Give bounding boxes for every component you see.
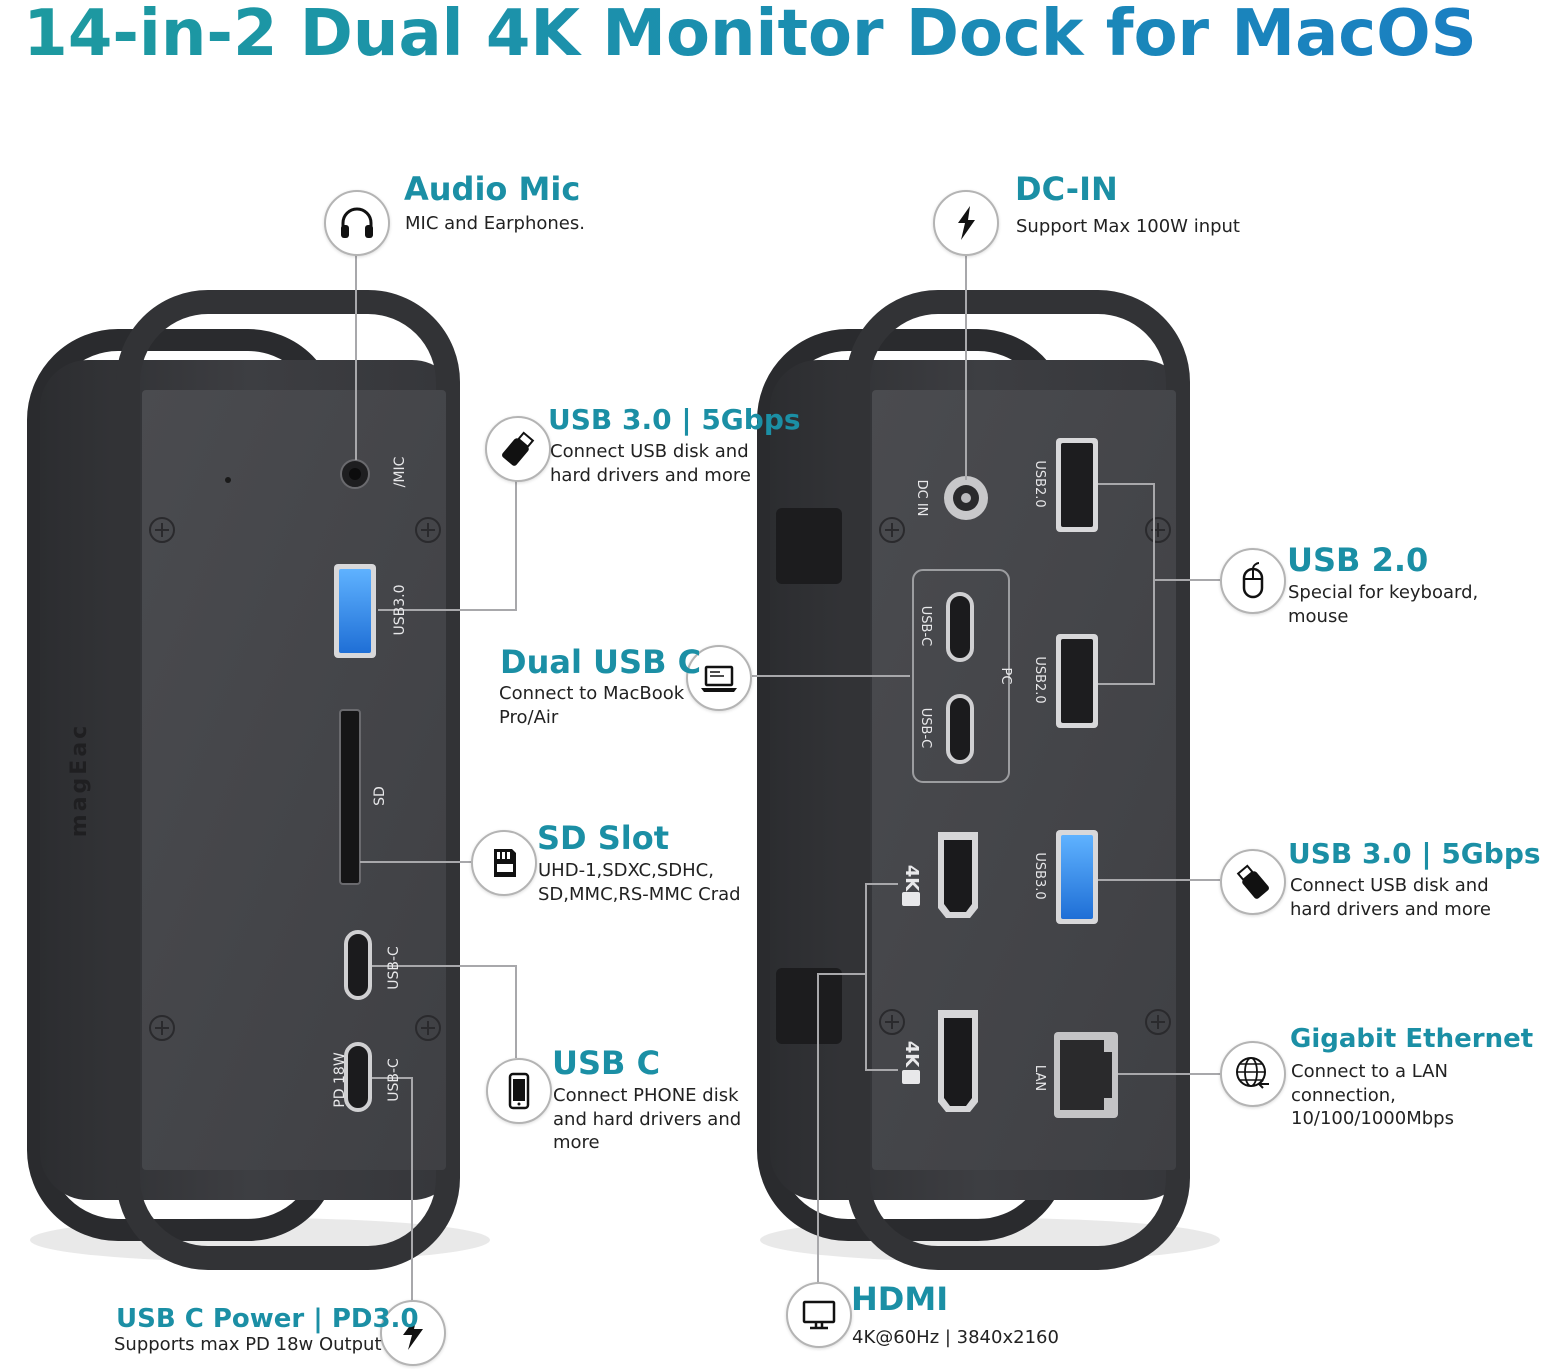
usb-c-desc: Connect PHONE disk and hard drivers and … (553, 1085, 742, 1153)
page-title: 14-in-2 Dual 4K Monitor Dock for MacOS (0, 0, 1500, 68)
port-label-hdmi-1: 4K (901, 865, 922, 893)
globe-icon (1236, 1057, 1269, 1089)
sd-slot-desc: UHD-1,SDXC,SDHC, SD,MMC,RS-MMC Crad (538, 860, 741, 905)
hdmi-title: HDMI (851, 1280, 949, 1318)
port-label-hdmi-2: 4K (901, 1041, 922, 1069)
usb-c-icon-badge (486, 1058, 552, 1124)
right-dock-unit (757, 290, 1190, 1270)
usb30-left-title: USB 3.0 | 5Gbps (548, 403, 801, 436)
port-label-usbc-left-1: USB-C (386, 946, 402, 990)
hdmi-desc: 4K@60Hz | 3840x2160 (852, 1327, 1059, 1348)
port-label-usbc-right-2: USB-C (918, 708, 933, 748)
sd-slot-icon-badge (471, 830, 537, 896)
usb20-icon-badge (1220, 548, 1286, 614)
usb20-desc: Special for keyboard, mouse (1288, 582, 1479, 627)
port-label-mic: /MIC (392, 456, 408, 487)
monitor-icon (802, 1300, 836, 1330)
usb30-right-icon-badge (1220, 849, 1286, 915)
left-dock-unit (27, 290, 460, 1270)
usb-c-title: USB C (552, 1044, 661, 1082)
port-label-lan: LAN (1032, 1065, 1047, 1091)
usb-c-power-desc: Supports max PD 18w Output (114, 1334, 382, 1355)
usb30-left-icon-badge (485, 416, 551, 482)
ethernet-desc: Connect to a LAN connection, 10/100/1000… (1291, 1061, 1454, 1129)
usb-stick-icon (502, 431, 535, 466)
port-label-pc: PC (998, 668, 1013, 685)
usb20-title: USB 2.0 (1287, 541, 1429, 579)
mouse-icon (1242, 562, 1264, 599)
audio-mic-title: Audio Mic (404, 170, 581, 208)
port-label-usb20-1: USB2.0 (1032, 460, 1047, 507)
audio-mic-icon-badge (324, 190, 390, 256)
ethernet-title: Gigabit Ethernet (1290, 1024, 1534, 1054)
usb-c-power-icon-badge (380, 1300, 446, 1366)
usb-c-power-title: USB C Power | PD3.0 (116, 1304, 419, 1334)
dual-usb-c-title: Dual USB C (500, 643, 702, 681)
dc-in-title: DC-IN (1015, 170, 1118, 208)
port-label-usbc-left-2: USB-C (386, 1058, 402, 1102)
audio-mic-desc: MIC and Earphones. (405, 213, 585, 234)
usb-stick-icon (1236, 864, 1269, 899)
phone-icon (508, 1072, 530, 1110)
port-label-pd: PD 18W (332, 1052, 348, 1107)
headphones-icon (341, 207, 373, 238)
hdmi-icon-badge (786, 1282, 852, 1348)
port-label-usb30-left: USB3.0 (392, 584, 408, 635)
ethernet-icon-badge (1220, 1041, 1286, 1107)
laptop-icon (701, 665, 737, 692)
lightning-icon (958, 206, 975, 240)
device-illustration: magEac /MIC USB3.0 SD USB-C USB-C PD 18W… (27, 252, 1220, 1304)
port-label-usb20-2: USB2.0 (1032, 656, 1047, 703)
dual-usb-c-icon-badge (686, 645, 752, 711)
dual-usb-c-desc: Connect to MacBook Pro/Air (499, 683, 685, 728)
usb30-left-desc: Connect USB disk and hard drivers and mo… (550, 441, 751, 486)
port-label-usbc-right-1: USB-C (918, 606, 933, 646)
brand-logo: magEac (67, 723, 92, 837)
usb30-right-desc: Connect USB disk and hard drivers and mo… (1290, 875, 1491, 920)
usb30-right-title: USB 3.0 | 5Gbps (1288, 837, 1541, 870)
port-label-dcin: DC IN (914, 480, 929, 517)
sd-card-icon (494, 849, 516, 877)
lightning-icon (403, 1316, 423, 1350)
sd-slot-title: SD Slot (537, 819, 670, 857)
dc-in-icon-badge (933, 190, 999, 256)
dc-in-desc: Support Max 100W input (1016, 216, 1240, 237)
port-label-sd: SD (372, 786, 388, 806)
port-label-usb30-right: USB3.0 (1032, 852, 1047, 899)
